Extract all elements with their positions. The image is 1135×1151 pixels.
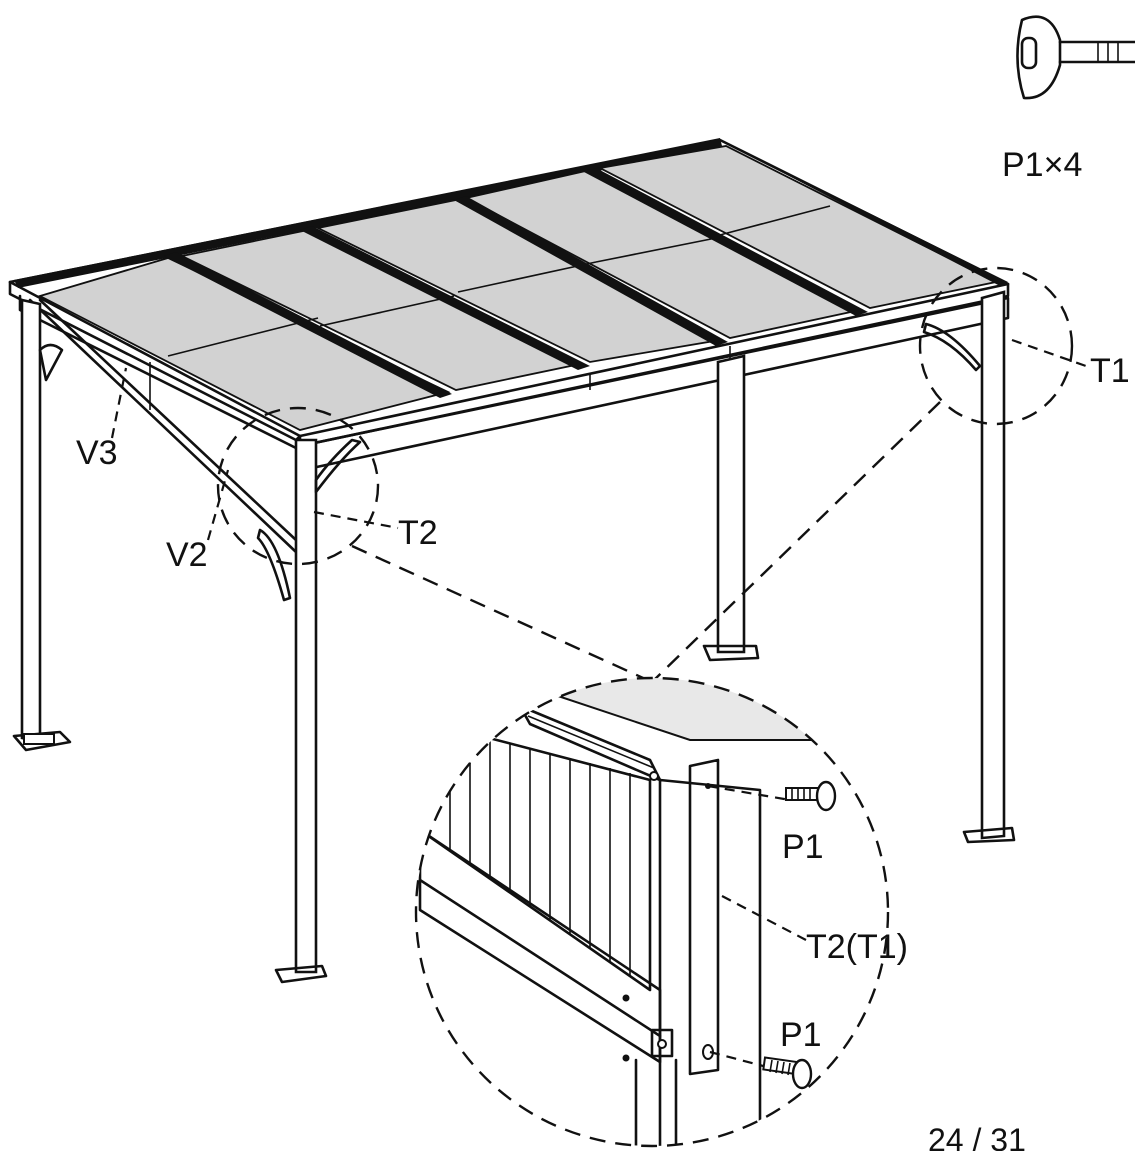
- panel-ribs: [449, 727, 631, 976]
- label-v2: V2: [166, 536, 208, 574]
- screw-top: [785, 780, 837, 812]
- t1-leader: [1011, 338, 1087, 368]
- v2-leader: [206, 469, 230, 541]
- label-t1: T1: [1090, 352, 1130, 390]
- label-t2-t1: T2(T1): [806, 928, 908, 966]
- v3-leader: [110, 367, 128, 439]
- label-t2: T2: [398, 514, 438, 552]
- page-number: 24 / 31: [928, 1122, 1026, 1151]
- screw-bottom: [762, 1056, 813, 1090]
- front-beam: [298, 296, 1010, 470]
- label-v3: V3: [76, 434, 118, 472]
- roof: [8, 138, 1010, 448]
- callout-circles: [216, 266, 1074, 684]
- label-p1-top: P1: [782, 828, 824, 866]
- label-p1-bottom: P1: [780, 1016, 822, 1054]
- t2-leader: [313, 510, 399, 530]
- brackets: [38, 322, 982, 602]
- hardware-label: P1×4: [1002, 146, 1082, 184]
- detail-zoom: P1 T2(T1) P1: [414, 676, 908, 1148]
- side-beam: [18, 294, 298, 554]
- posts: [12, 290, 1016, 984]
- screw-p1-icon: [1016, 15, 1135, 100]
